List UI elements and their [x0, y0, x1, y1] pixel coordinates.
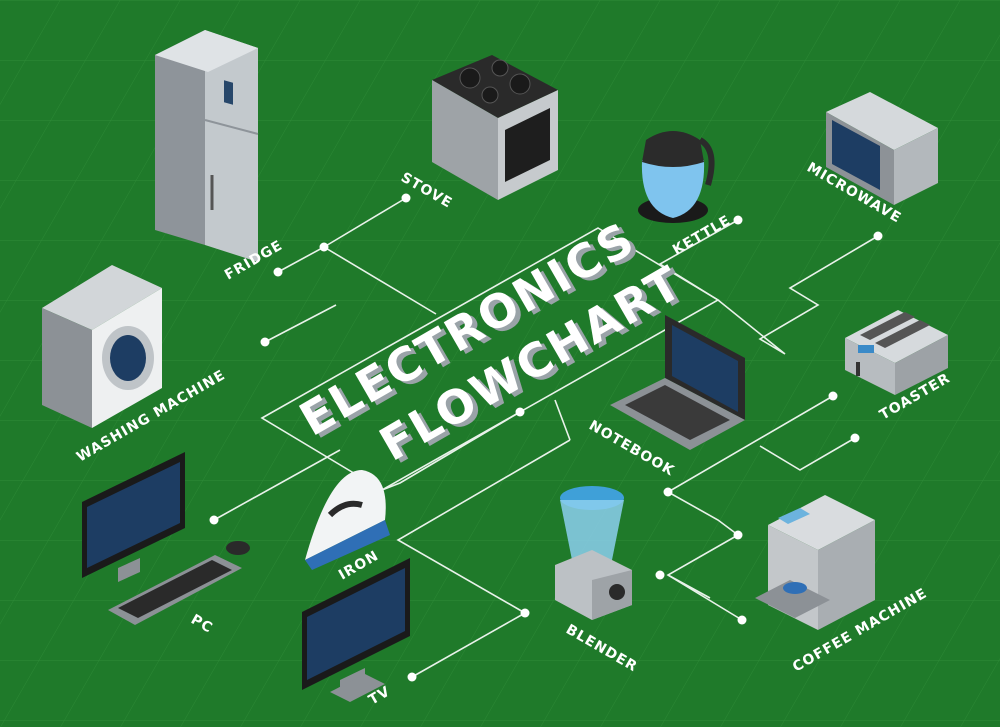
blender-icon: [555, 486, 632, 620]
iron-icon: [305, 470, 390, 570]
fridge-icon: [155, 30, 259, 262]
kettle-icon: [638, 131, 715, 223]
connector-dots: [209, 193, 883, 682]
coffee-machine-icon: [755, 495, 875, 630]
washing-machine-icon: [42, 265, 162, 428]
connector-lines: [213, 197, 879, 678]
laptop-icon: [610, 315, 745, 450]
stove-icon: [432, 55, 558, 200]
toaster-icon: [845, 310, 948, 395]
tv-icon: [302, 558, 410, 702]
microwave-icon: [826, 92, 938, 205]
desktop-computer-icon: [82, 452, 250, 625]
